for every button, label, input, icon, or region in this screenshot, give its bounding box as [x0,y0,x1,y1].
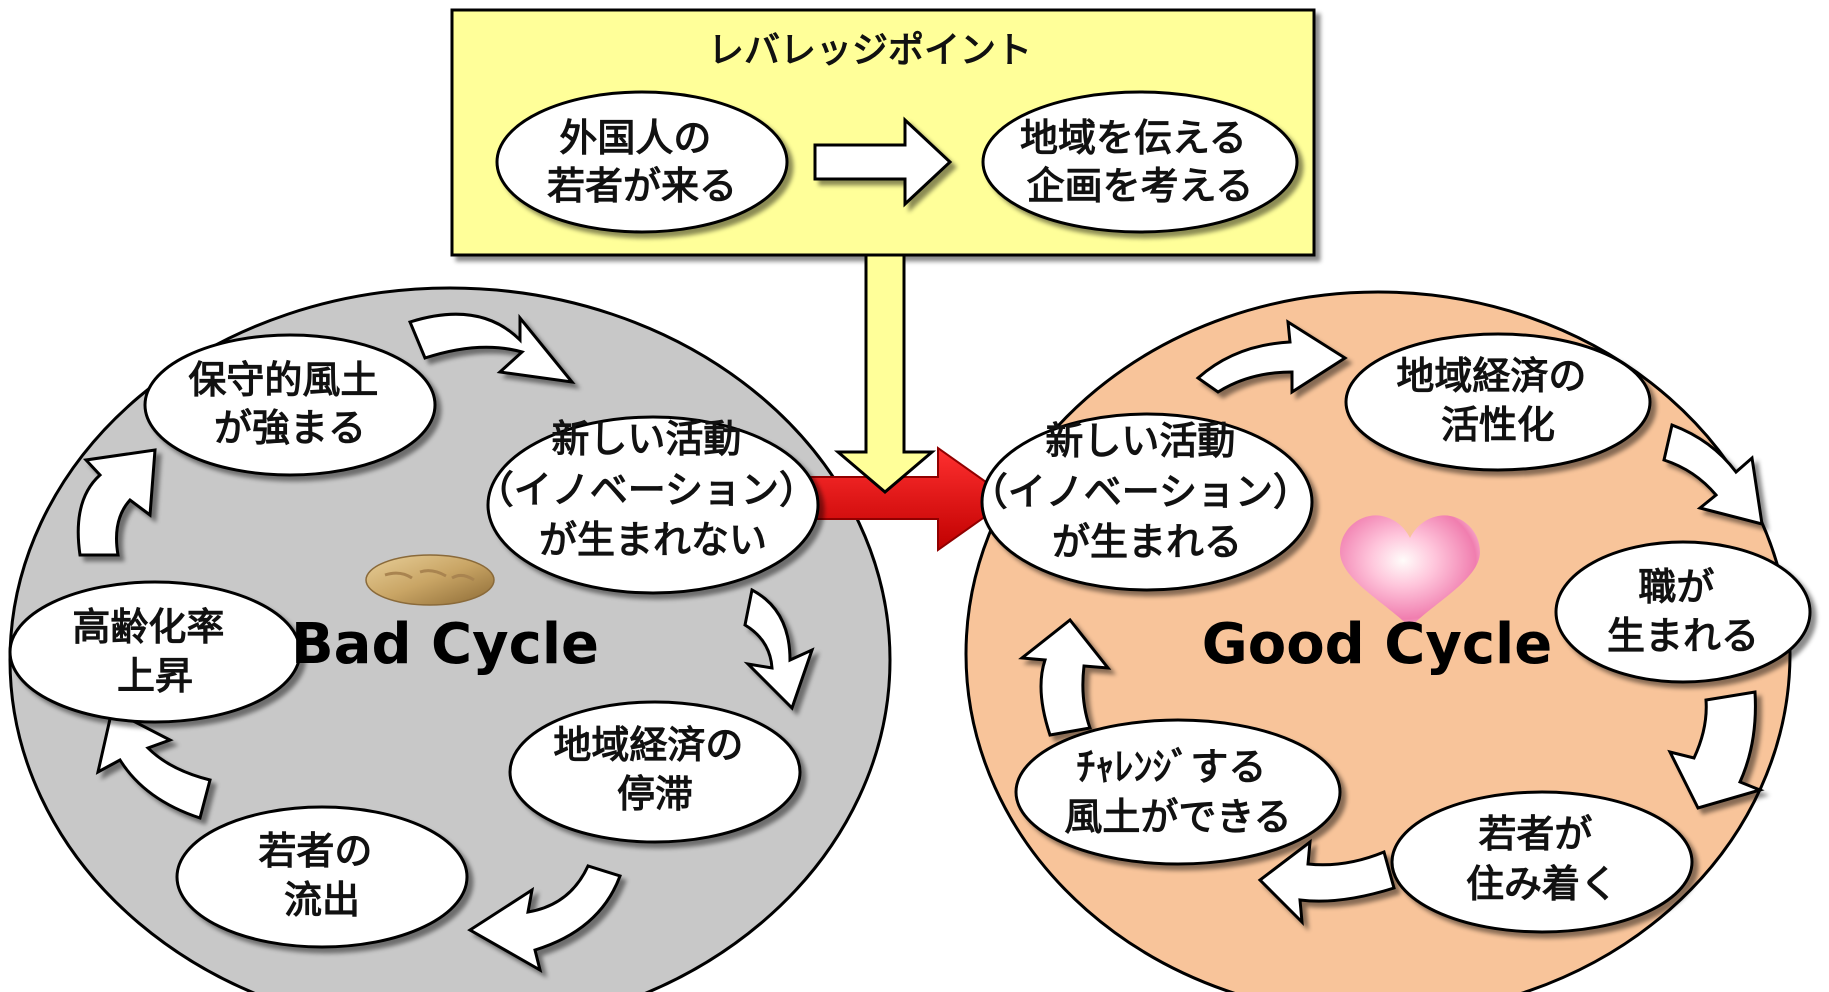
node-line: が強まる [214,406,366,450]
svg-text:若者の 流出: 若者の 流出 [258,829,385,922]
node-line: 住み着く [1466,862,1618,906]
node-line: 活性化 [1441,403,1555,447]
bad-cycle-label: Bad Cycle [291,612,599,677]
cycle-arrow [1257,838,1396,926]
node-line: 外国人の [559,116,711,160]
svg-text:新しい活動 （イノベーション） が生: 新しい活動 （イノベーション） が生まれる [970,419,1324,564]
good-cycle-arrows [1018,319,1765,926]
node-line: が生まれる [1052,520,1242,564]
node-line: 流出 [284,878,360,922]
cycle-arrow [1667,690,1765,810]
transition-arrow [804,446,1012,552]
good-node-jobs: 職が 生まれる [1554,540,1812,684]
cycle-arrow [1662,422,1764,527]
cycle-arrow [76,448,157,557]
leverage-title: レバレッジポイント [708,29,1032,71]
svg-text:新しい活動 （イノベーション） が生: 新しい活動 （イノベーション） が生まれない [476,417,830,562]
svg-text:地域を伝える 企画を考える: 地域を伝える 企画を考える [1020,116,1260,208]
node-line: 新しい活動 [551,417,741,461]
cycle-arrow [95,707,212,820]
node-line: 若者が [1478,812,1592,856]
bad-node-outflow: 若者の 流出 [175,805,469,949]
node-line: 若者の [258,829,372,873]
bad-node-stagnation: 地域経済の 停滞 [508,700,802,844]
good-node-challenge: ﾁｬﾚﾝｼﾞする 風土ができる [1014,718,1342,866]
cycle-arrow [467,864,622,974]
leverage-right-node: 地域を伝える 企画を考える [981,90,1299,234]
heart-icon [1340,515,1480,628]
svg-text:若者が 住み着く: 若者が 住み着く [1466,812,1618,906]
node-line: 地域を伝える [1020,116,1247,160]
good-node-settle: 若者が 住み着く [1390,790,1694,934]
svg-text:ﾁｬﾚﾝｼﾞする 風土ができる: ﾁｬﾚﾝｼﾞする 風土ができる [1064,745,1291,839]
leverage-left-node: 外国人の 若者が来る [495,90,789,234]
leverage-down-arrow [833,253,937,494]
node-line: 生まれる [1607,614,1759,658]
node-line: 企画を考える [1027,164,1254,208]
node-line: が生まれない [539,518,767,562]
bad-node-conservative: 保守的風土 が強まる [143,333,437,477]
svg-text:外国人の 若者が来る: 外国人の 若者が来る [547,116,737,208]
cycle-arrow [1195,319,1348,395]
svg-text:保守的風土 が強まる: 保守的風土 が強まる [188,358,391,450]
cycle-arrow [1018,617,1112,737]
leverage-right-arrow [813,116,953,208]
node-line: 新しい活動 [1045,419,1235,463]
node-line: 高齢化率 [72,605,224,649]
svg-text:地域経済の 停滞: 地域経済の 停滞 [553,723,756,816]
node-line: 保守的風土 [188,358,378,402]
bad-cycle-arrows [76,312,815,974]
cycle-arrow [407,312,576,385]
node-line: 職が [1638,565,1714,609]
good-cycle-label: Good Cycle [1202,612,1552,677]
svg-text:地域経済の 活性化: 地域経済の 活性化 [1396,354,1599,447]
node-line: （イノベーション） [476,468,817,512]
node-line: ﾁｬﾚﾝｼﾞする [1076,745,1266,789]
bad-node-aging: 高齢化率 上昇 [8,580,302,724]
node-line: 地域経済の [553,723,743,767]
svg-text:職が 生まれる: 職が 生まれる [1607,565,1759,658]
svg-text:高齢化率 上昇: 高齢化率 上昇 [72,605,237,698]
node-line: 地域経済の [1396,354,1586,398]
bad-node-no-innovation: 新しい活動 （イノベーション） が生まれない [476,415,830,595]
node-line: 停滞 [617,772,693,816]
node-line: 若者が来る [547,164,737,208]
bread-icon [365,554,495,606]
node-line: 上昇 [117,654,193,698]
node-line: （イノベーション） [970,470,1311,514]
node-line: 風土ができる [1064,795,1291,839]
cycle-arrow [743,587,815,711]
good-node-revitalize: 地域経済の 活性化 [1344,332,1652,472]
good-node-innovation: 新しい活動 （イノベーション） が生まれる [970,412,1324,592]
